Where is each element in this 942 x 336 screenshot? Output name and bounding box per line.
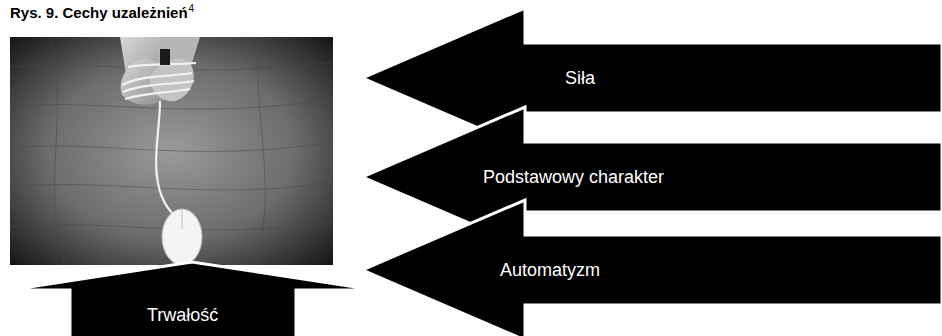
arrow-shape bbox=[362, 8, 942, 148]
addiction-photo bbox=[10, 37, 333, 265]
left-arrow: Siła bbox=[362, 8, 942, 148]
arrow-label: Automatyzm bbox=[500, 260, 600, 281]
figure-title: Rys. 9. Cechy uzależnień bbox=[10, 4, 188, 21]
arrow-label: Siła bbox=[565, 68, 595, 89]
arrow-label: Podstawowy charakter bbox=[483, 167, 664, 188]
left-arrow: Automatyzm bbox=[362, 200, 942, 336]
footnote-number: 4 bbox=[189, 3, 195, 14]
arrow-shape bbox=[362, 200, 942, 336]
arrow-label: Trwałość bbox=[147, 305, 218, 326]
left-arrow: Podstawowy charakter bbox=[362, 107, 942, 247]
title-row: Rys. 9. Cechy uzależnień4 bbox=[10, 3, 194, 22]
up-arrow: Trwałość bbox=[10, 262, 375, 336]
